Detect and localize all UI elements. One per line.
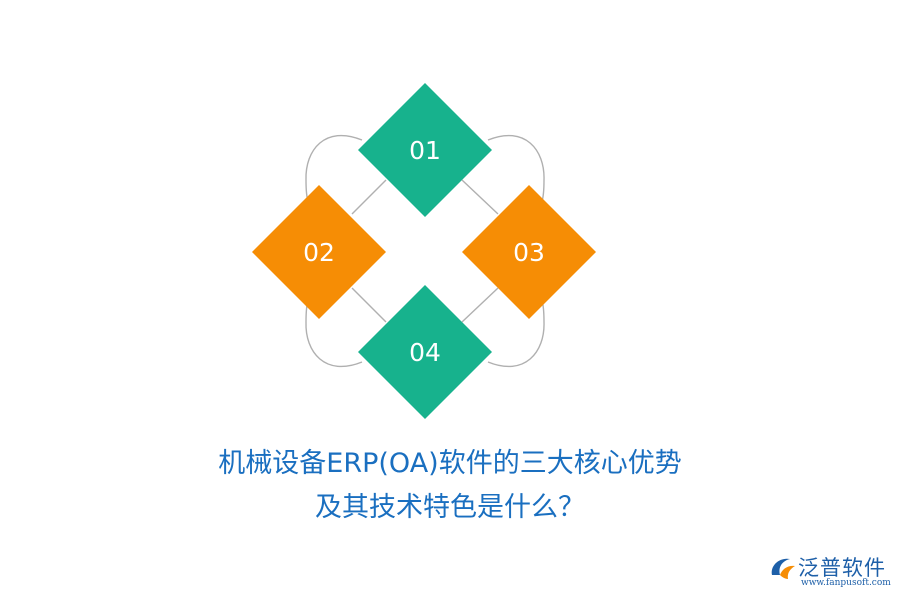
inner-bottom-left xyxy=(351,287,387,323)
brand-logo: 泛普软件 www.fanpusoft.com xyxy=(768,551,892,591)
diamond-01-label: 01 xyxy=(409,136,441,165)
diamond-03-label: 03 xyxy=(513,238,545,267)
title-line-2: 及其技术特色是什么？ xyxy=(315,492,585,523)
diamond-04: 04 xyxy=(358,285,492,419)
inner-bottom-right xyxy=(461,287,499,323)
diamond-03: 03 xyxy=(462,185,596,319)
logo-mark-icon xyxy=(771,558,795,579)
logo-url: www.fanpusoft.com xyxy=(801,578,891,588)
inner-top-left xyxy=(351,179,387,215)
diamond-01: 01 xyxy=(358,83,492,217)
diamond-02-label: 02 xyxy=(303,238,335,267)
inner-top-right xyxy=(461,179,499,215)
diamond-02: 02 xyxy=(252,185,386,319)
four-item-diagram: 01 02 03 04 xyxy=(252,83,596,419)
diamond-04-label: 04 xyxy=(409,338,441,367)
logo-name: 泛普软件 xyxy=(798,556,886,580)
title-line-1: 机械设备ERP(OA)软件的三大核心优势 xyxy=(218,448,682,479)
